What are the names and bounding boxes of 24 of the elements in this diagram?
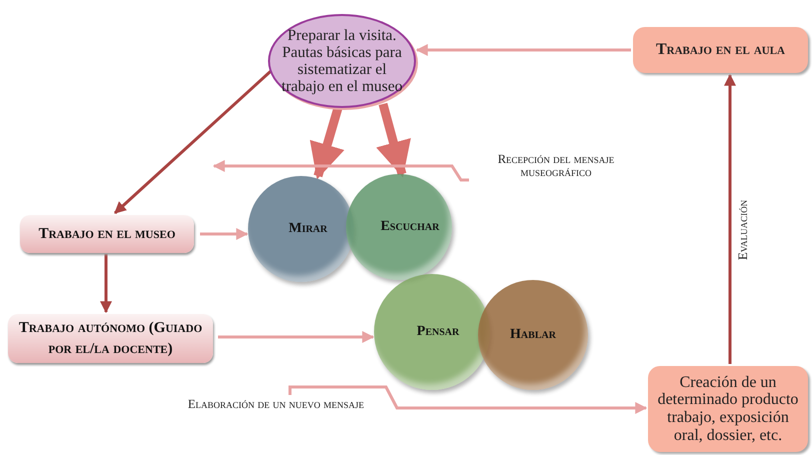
node-text: Trabajo en el aula — [656, 41, 786, 59]
circle — [478, 280, 588, 390]
arrow — [724, 74, 736, 364]
process-box — [20, 215, 194, 253]
arrow — [288, 386, 648, 414]
node-text: Elaboración de un nuevo mensaje — [188, 398, 364, 412]
node-text: Mirar — [288, 221, 328, 237]
arrow — [100, 254, 112, 314]
node-text: Recepción del mensaje museográfico — [496, 152, 616, 180]
arrow — [310, 106, 344, 180]
process-box — [648, 366, 808, 452]
process-box — [8, 314, 213, 363]
node-text: Preparar la visita. Pautas básicas para sistematizar el trabajo en el museo — [280, 26, 404, 96]
process-box — [633, 27, 808, 73]
arrow — [212, 160, 469, 182]
node-text: Trabajo autónomo (Guiado por el/la docente) — [18, 319, 204, 358]
node-text: Hablar — [510, 327, 556, 343]
node-text: Creación de un determinado producto trabajo, exposición oral, dossier, etc. — [656, 374, 800, 444]
node-text: Escuchar — [380, 219, 440, 235]
node-text: Pensar — [416, 324, 460, 340]
arrow — [416, 44, 631, 56]
node-text: Trabajo en el museo — [38, 224, 176, 244]
arrow — [218, 331, 374, 343]
arrow — [200, 228, 248, 240]
